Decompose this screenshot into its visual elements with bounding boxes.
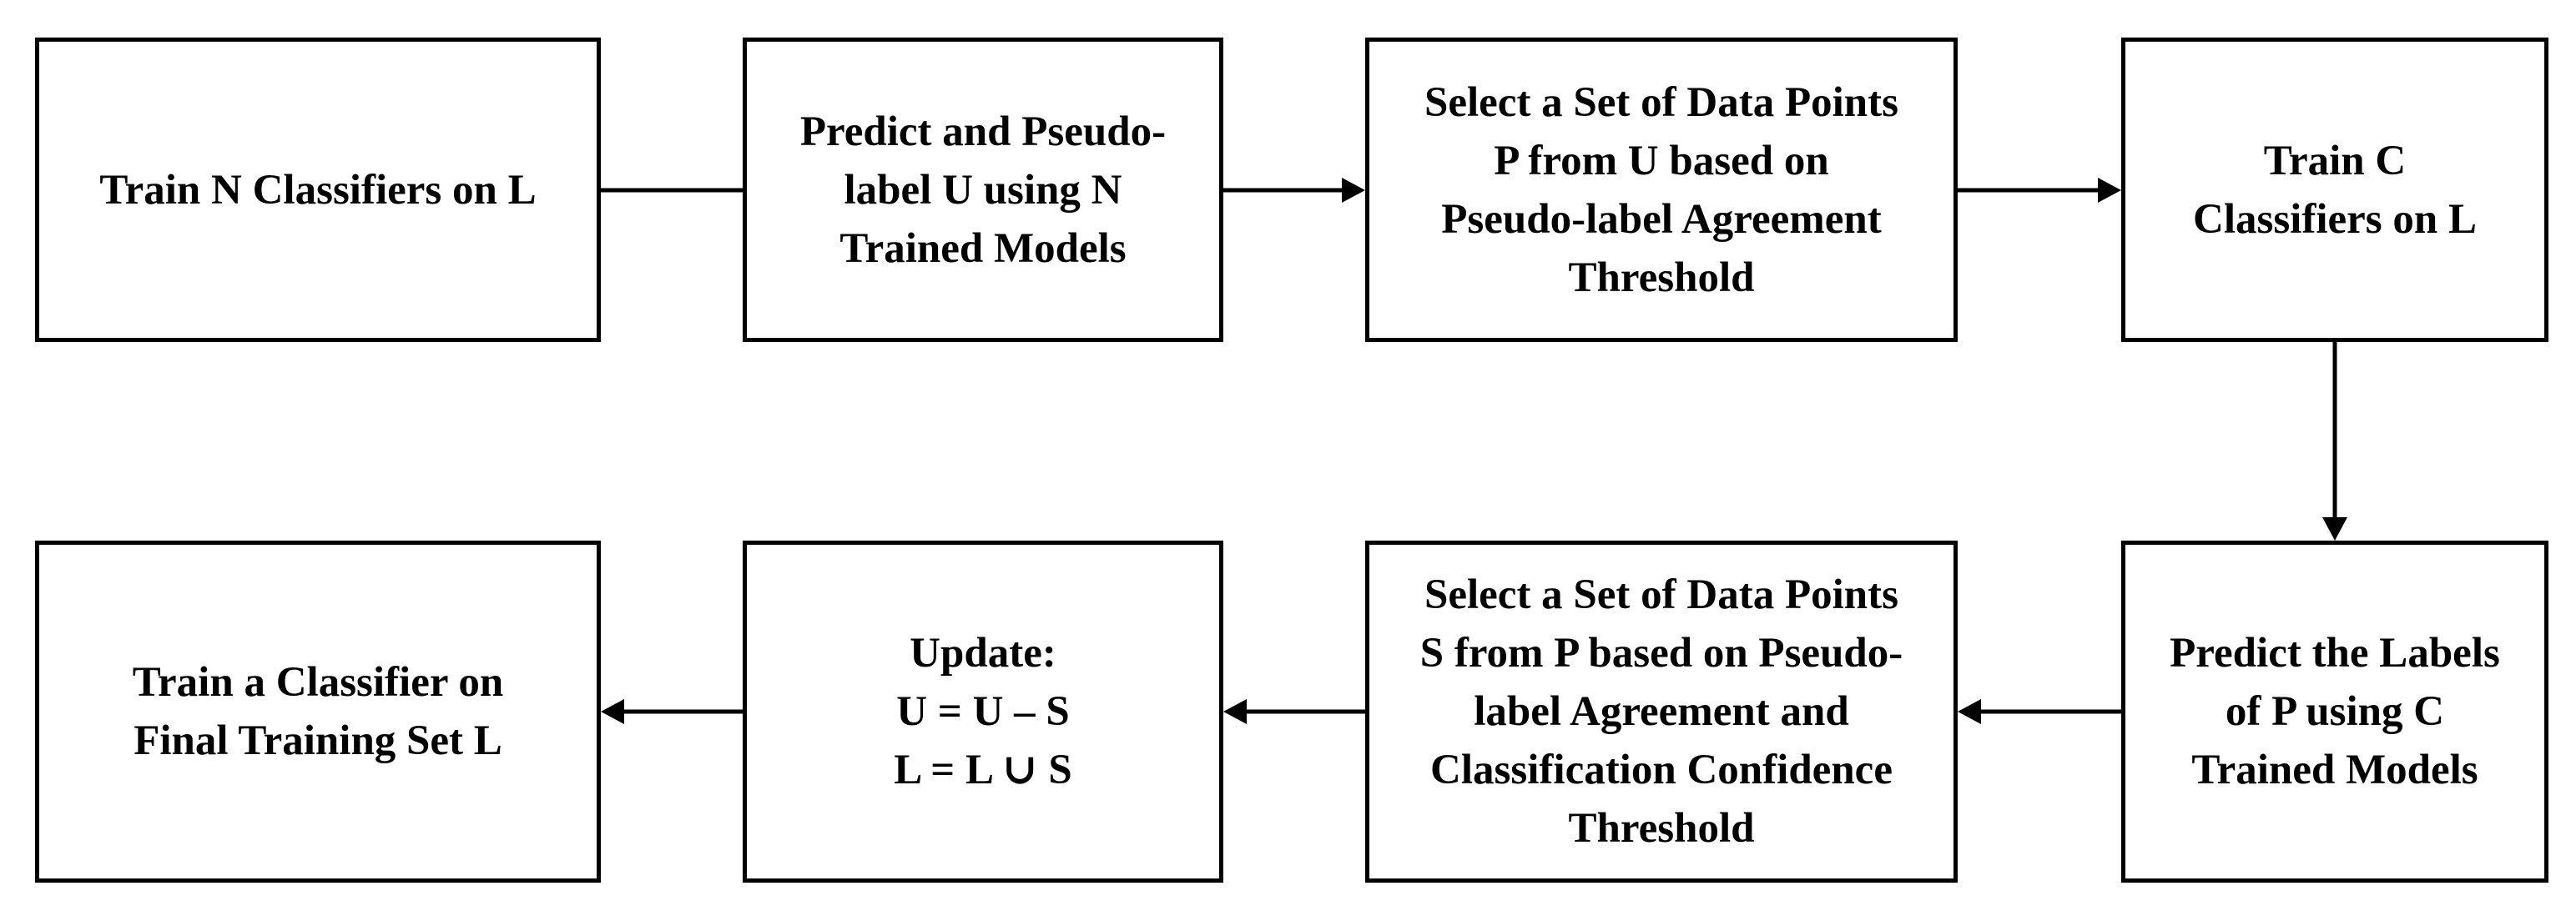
step-text: L = L ∪ S: [894, 747, 1072, 793]
step-text: Select a Set of Data Points: [1424, 78, 1898, 126]
arrowhead: [2098, 178, 2121, 203]
step-text: Train C: [2263, 137, 2407, 184]
step-text: S from P based on Pseudo-: [1419, 630, 1903, 677]
step-text: Classification Confidence: [1430, 747, 1893, 793]
step-text: P from U based on: [1494, 137, 1829, 184]
step-select-set-s: Select a Set of Data Points S from P bas…: [1365, 541, 1958, 883]
step-text: Threshold: [1568, 805, 1755, 852]
step-update: Update: U = U – S L = L ∪ S: [743, 541, 1223, 883]
step-text: Trained Models: [2191, 747, 2478, 793]
step-text: Update:: [910, 630, 1056, 677]
arrowhead: [601, 699, 624, 724]
step-text: Pseudo-label Agreement: [1441, 195, 1882, 243]
step-text: Trained Models: [839, 224, 1127, 272]
step-text: U = U – S: [896, 688, 1070, 735]
step-predict-labels: Predict the Labels of P using C Trained …: [2121, 541, 2548, 883]
arrowhead: [1958, 699, 1981, 724]
step-text: Select a Set of Data Points: [1424, 571, 1898, 618]
step-text: Train a Classifier on: [132, 659, 504, 706]
step-train-n-classifiers: Train N Classifiers on L: [35, 38, 601, 342]
step-select-set-p: Select a Set of Data Points P from U bas…: [1365, 38, 1958, 342]
step-text: Classifiers on L: [2192, 195, 2478, 243]
step-text: Predict and Pseudo-: [799, 108, 1167, 155]
step-text: Predict the Labels: [2170, 630, 2500, 677]
arrowhead: [1342, 178, 1365, 203]
step-text: label U using N: [844, 166, 1122, 214]
step-text: Train N Classifiers on L: [99, 166, 537, 214]
arrowhead: [2322, 517, 2347, 541]
step-text: label Agreement and: [1474, 688, 1849, 735]
step-predict-and-pseudo-label: Predict and Pseudo- label U using N Trai…: [743, 38, 1223, 342]
step-train-c-classifiers: Train C Classifiers on L: [2121, 38, 2548, 342]
step-text: Final Training Set L: [134, 717, 502, 764]
step-text: of P using C: [2225, 688, 2445, 735]
arrowhead: [1223, 699, 1247, 724]
step-train-final-classifier: Train a Classifier on Final Training Set…: [35, 541, 601, 883]
step-text: Threshold: [1568, 254, 1755, 301]
